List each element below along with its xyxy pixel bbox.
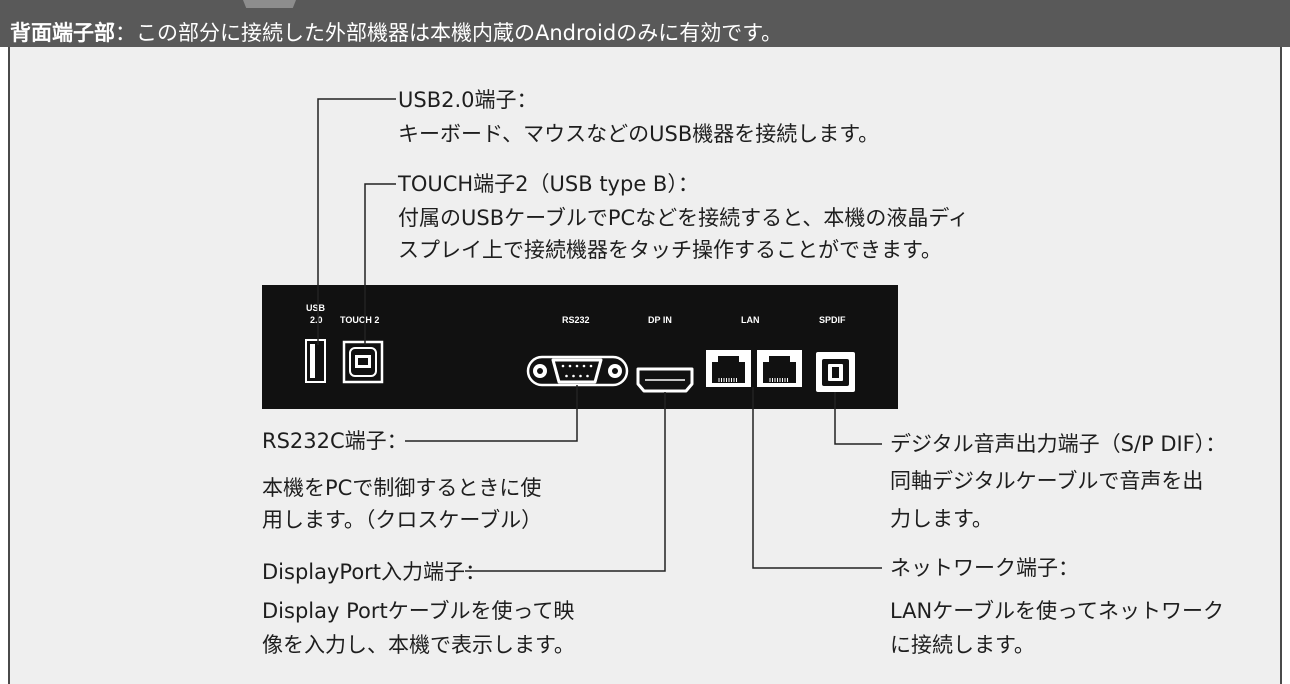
displayport-callout-desc-line: 像を入力し、本機で表示します。 xyxy=(262,633,575,657)
rs232-callout-desc-line: 用します。（クロスケーブル） xyxy=(262,508,543,532)
usb-port-icon xyxy=(305,339,326,383)
lan-callout-desc-line: に接続します。 xyxy=(890,633,1035,657)
rs232-port-icon xyxy=(526,355,629,387)
lan-callout-title: ネットワーク端子： xyxy=(890,556,1079,580)
rs232-callout-desc-line: 本機をPCで制御するときに使 xyxy=(262,476,542,500)
section-header: 背面端子部：この部分に接続した外部機器は本機内蔵のAndroidのみに有効です。 xyxy=(0,0,1290,47)
spdif-callout-desc-line: 同軸デジタルケーブルで音声を出 xyxy=(890,469,1204,493)
panel-label-spdif: SPDIF xyxy=(819,315,846,325)
panel-label-lan: LAN xyxy=(741,315,760,325)
header-title-rest: ：この部分に接続した外部機器は本機内蔵のAndroidのみに有効です。 xyxy=(115,21,783,45)
usb-leader-line xyxy=(317,98,396,345)
displayport-port-icon xyxy=(636,367,694,393)
header-title: 背面端子部：この部分に接続した外部機器は本機内蔵のAndroidのみに有効です。 xyxy=(10,20,782,46)
lan-leader-line xyxy=(752,387,882,569)
displayport-callout-title: DisplayPort入力端子： xyxy=(262,560,487,584)
touch-port-icon xyxy=(342,340,384,384)
rs232-callout-title: RS232C端子： xyxy=(262,429,408,453)
spdif-port-icon xyxy=(816,352,855,392)
spdif-callout-title: デジタル音声出力端子（S/P DIF）： xyxy=(890,432,1227,456)
lan-port-icon xyxy=(757,350,802,387)
panel-label-rs232: RS232 xyxy=(562,315,590,325)
touch-callout-desc-line: 付属のUSBケーブルでPCなどを接続すると、本機の液晶ディ xyxy=(398,206,969,230)
usb-callout-title: USB2.0端子： xyxy=(398,88,538,112)
touch-leader-line xyxy=(364,183,396,345)
lan-callout-desc-line: LANケーブルを使ってネットワーク xyxy=(890,599,1224,623)
displayport-callout-desc-line: Display Portケーブルを使って映 xyxy=(262,599,575,623)
usb-callout-desc-line: キーボード、マウスなどのUSB機器を接続します。 xyxy=(398,122,880,146)
rs232-leader-line xyxy=(405,385,578,442)
lan-port-icon xyxy=(706,350,751,387)
panel-label-dp-in: DP IN xyxy=(648,315,672,325)
displayport-leader-line xyxy=(465,392,666,572)
touch-callout-title: TOUCH端子2（USB type B）： xyxy=(398,172,699,196)
spdif-leader-line xyxy=(834,392,882,445)
panel-label-usb: USB xyxy=(306,303,326,313)
touch-callout-desc-line: スプレイ上で接続機器をタッチ操作することができます。 xyxy=(398,238,942,262)
header-tab xyxy=(243,0,296,8)
header-title-bold: 背面端子部 xyxy=(10,21,115,45)
spdif-callout-desc-line: 力します。 xyxy=(890,507,993,531)
panel-label-usb-version: 2.0 xyxy=(310,315,323,325)
panel-label-touch: TOUCH 2 xyxy=(340,315,379,325)
